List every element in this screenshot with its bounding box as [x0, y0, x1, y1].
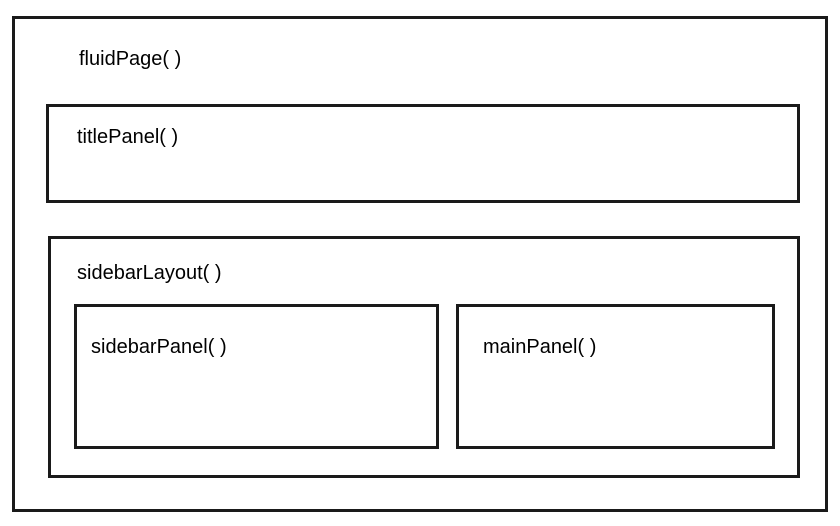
main-panel-label: mainPanel( ) [483, 336, 597, 358]
main-panel-box: mainPanel( ) [456, 304, 775, 449]
sidebar-panel-label: sidebarPanel( ) [91, 336, 227, 358]
sidebar-layout-label: sidebarLayout( ) [77, 262, 222, 284]
title-panel-box: titlePanel( ) [46, 104, 800, 203]
fluid-page-label: fluidPage( ) [79, 48, 182, 70]
title-panel-label: titlePanel( ) [77, 126, 179, 148]
sidebar-panel-box: sidebarPanel( ) [74, 304, 439, 449]
